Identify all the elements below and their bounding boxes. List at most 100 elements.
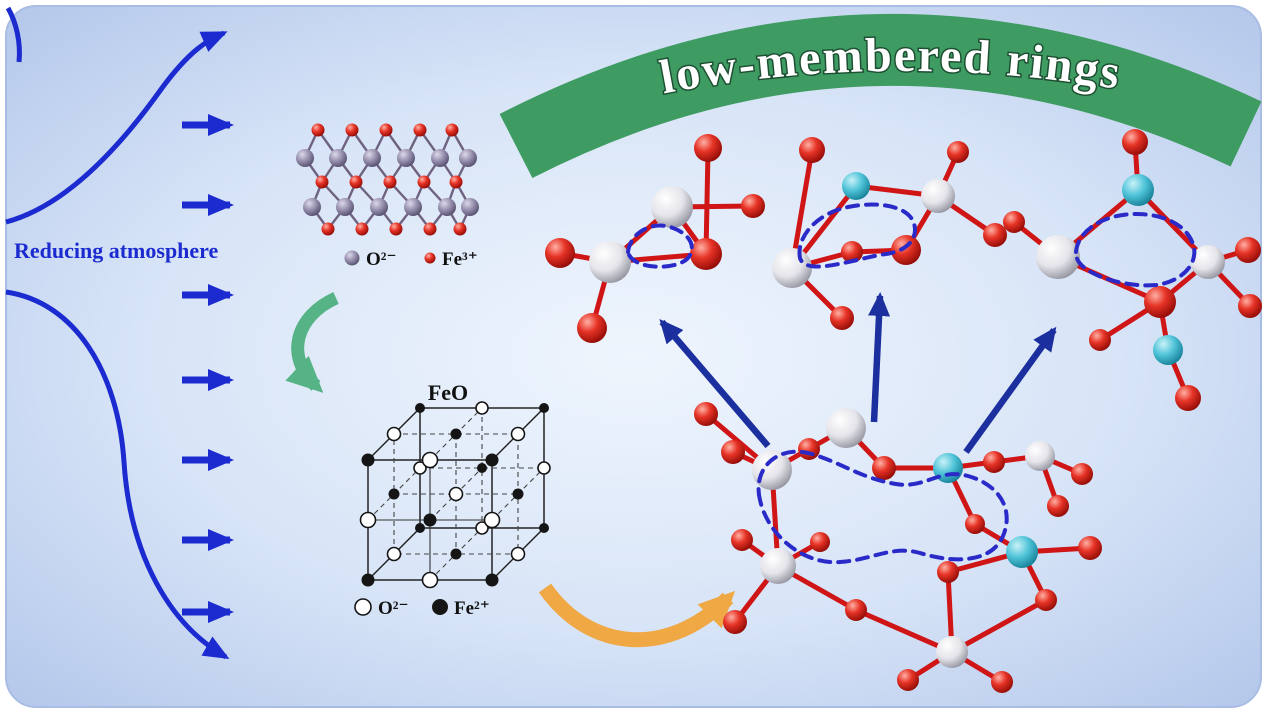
oxygen-atom (537, 461, 551, 475)
bond (703, 147, 711, 257)
oxygen-atom (1235, 237, 1261, 263)
oxygen-atom (1175, 385, 1201, 411)
oxygen-atom (303, 198, 321, 216)
oxygen-atom (438, 198, 456, 216)
oxygen-atom (965, 514, 985, 534)
oxygen-atom (1003, 211, 1025, 233)
oxygen-atom (577, 313, 607, 343)
oxygen-atom (363, 149, 381, 167)
oxygen-atom (897, 669, 919, 691)
oxygen-atom (1122, 129, 1148, 155)
oxygen-atom (1035, 589, 1057, 611)
iron-atom (417, 175, 431, 189)
ring-highlight-large (756, 449, 1009, 565)
iron-atom (383, 175, 397, 189)
oxygen-atom (545, 238, 575, 268)
oxygen-atom (510, 426, 526, 442)
iron-atom (445, 123, 459, 137)
wustite-legend-oxygen: O²⁻ (378, 598, 409, 619)
iron-atom (321, 222, 335, 236)
ring-cluster-a (545, 134, 765, 343)
bond (791, 147, 815, 259)
oxygen-atom (404, 198, 422, 216)
oxygen-atom (475, 401, 489, 415)
oxygen-atom (723, 610, 747, 634)
iron-atom (450, 548, 462, 560)
oxygen-atom (510, 546, 526, 562)
oxygen-atom (991, 671, 1013, 693)
oxygen-atom (1047, 495, 1069, 517)
oxygen-atom (1089, 329, 1111, 351)
oxygen-atom (891, 235, 921, 265)
left-flow-arrows: Reducing atmosphere (5, 6, 234, 660)
iron-atom (1006, 536, 1038, 568)
iron-atom (453, 222, 467, 236)
iron-atom (415, 403, 425, 413)
oxygen-atom (694, 134, 722, 162)
oxygen-atom (483, 511, 501, 529)
wustite-legend-iron: Fe²⁺ (454, 598, 490, 619)
oxygen-atom (947, 141, 969, 163)
flow-curve-bottom (5, 289, 230, 660)
oxygen-atom (386, 426, 402, 442)
formation-arrows (659, 292, 1057, 454)
bond (949, 597, 1049, 655)
iron-atom (389, 222, 403, 236)
oxygen-atom (329, 149, 347, 167)
oxygen-atom (359, 511, 377, 529)
oxygen-atom (413, 461, 427, 475)
flow-curve-top (5, 30, 228, 225)
cation-atom (1191, 245, 1225, 279)
hematite-legend-oxygen: O²⁻ (366, 249, 397, 270)
iron-atom (539, 523, 549, 533)
oxygen-atom (731, 529, 753, 551)
iron-atom (311, 123, 325, 137)
cation-atom (772, 248, 812, 288)
oxygen-atom (799, 137, 825, 163)
oxygen-atom (1078, 536, 1102, 560)
oxygen-atom (937, 561, 959, 583)
reduction-arrow-green (285, 292, 339, 393)
iron-atom (379, 123, 393, 137)
iron-atom (423, 222, 437, 236)
wustite-legend: O²⁻ Fe²⁺ (354, 598, 490, 619)
cation-atom (760, 548, 796, 584)
iron-atom (539, 403, 549, 413)
cation-atom (752, 450, 792, 490)
iron-atom (450, 428, 462, 440)
banner-ribbon (499, 13, 1262, 179)
ring-highlight (626, 223, 694, 269)
iron-atom (345, 123, 359, 137)
oxygen-atom (461, 198, 479, 216)
oxygen-atom (448, 486, 464, 502)
oxygen-atom (810, 532, 830, 552)
bond (853, 607, 955, 655)
wustite-structure: FeO (354, 380, 551, 619)
oxygen-atom (370, 198, 388, 216)
oxygen-atom (459, 149, 477, 167)
cation-atom (921, 179, 955, 213)
cation-atom (651, 186, 693, 228)
melt-arrow-orange (538, 583, 736, 648)
oxygen-atom (1144, 286, 1176, 318)
hematite-legend: O²⁻ Fe³⁺ (344, 249, 478, 270)
iron-atom (449, 175, 463, 189)
ring-highlight (1074, 212, 1197, 288)
oxygen-atom (1238, 294, 1262, 318)
iron-atom (842, 172, 870, 200)
oxygen-atom (983, 451, 1005, 473)
iron-atom (1122, 174, 1154, 206)
cation-atom (1036, 235, 1080, 279)
iron-atom (388, 488, 400, 500)
flow-curve-corner (5, 6, 22, 63)
oxygen-atom (841, 241, 863, 263)
iron-atom (485, 453, 499, 467)
oxygen-atom (296, 149, 314, 167)
oxygen-atom (397, 149, 415, 167)
hematite-legend-iron: Fe³⁺ (442, 249, 478, 270)
oxygen-atom (798, 438, 820, 460)
oxygen-legend-icon (344, 250, 360, 266)
oxygen-atom (431, 149, 449, 167)
